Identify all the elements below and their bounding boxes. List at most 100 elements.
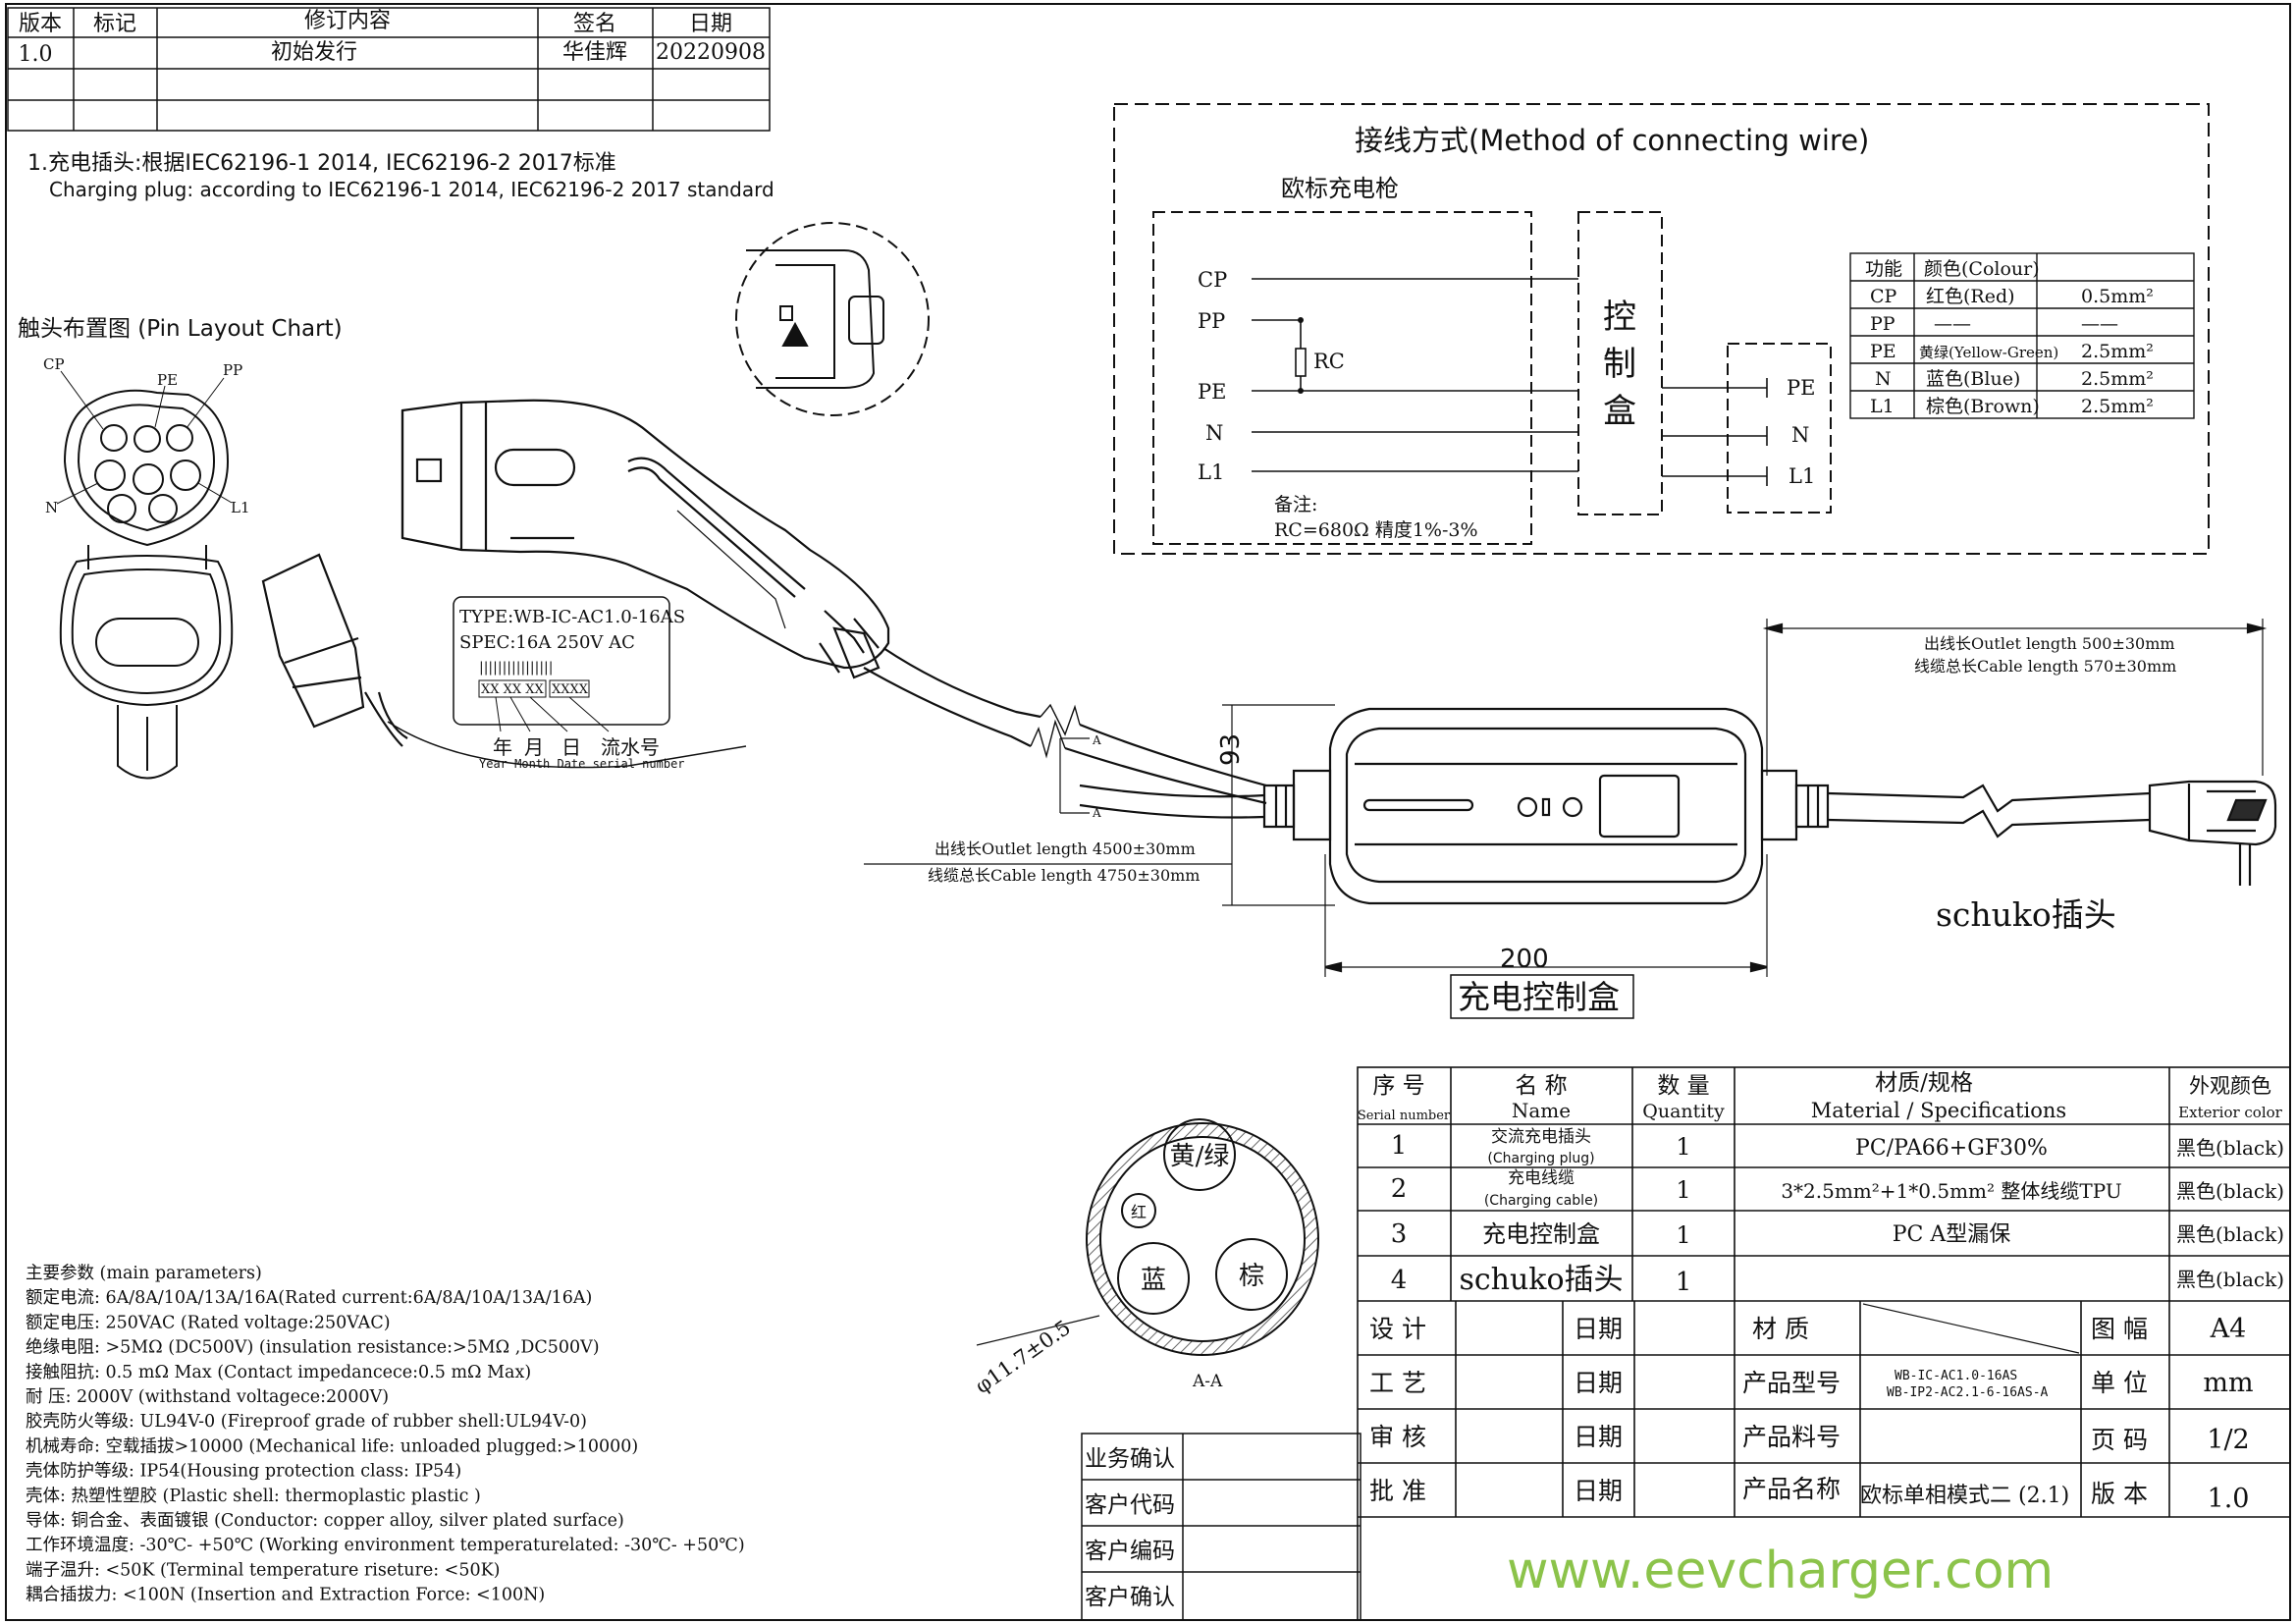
standard-note-en: Charging plug: according to IEC62196-1 2… xyxy=(49,178,774,201)
main-parameters: 主要参数 (main parameters)额定电流: 6A/8A/10A/13… xyxy=(26,1264,745,1605)
field-part-no: 产品料号 xyxy=(1742,1423,1841,1451)
control-box-title-frame xyxy=(1450,974,1634,1019)
bom-row-2-qty: 1 xyxy=(1676,1176,1690,1204)
customer-business-confirm: 业务确认 xyxy=(1085,1446,1175,1472)
wiring-lines xyxy=(1152,211,1832,545)
bom-row-3-color: 黑色(black) xyxy=(2176,1222,2284,1246)
parameter-line: 机械寿命: 空载插拔>10000 (Mechanical life: unloa… xyxy=(26,1436,638,1456)
colour-row-5-size: 2.5mm² xyxy=(2081,396,2154,417)
bom-header-qty-en: Quantity xyxy=(1642,1101,1725,1122)
parameter-line: 绝缘电阻: >5MΩ (DC500V) (insulation resistan… xyxy=(26,1338,600,1358)
dim-width: 200 xyxy=(1500,945,1549,974)
rev-header-sign: 签名 xyxy=(573,12,616,36)
rev-header-mark: 标记 xyxy=(93,12,136,36)
pin-label-l1: L1 xyxy=(231,499,250,516)
plug-back-view xyxy=(59,545,234,780)
colour-row-1-colour: 红色(Red) xyxy=(1926,286,2015,307)
detail-view xyxy=(735,222,930,416)
rev-content: 初始发行 xyxy=(271,40,357,65)
wiring-gun-label: 欧标充电枪 xyxy=(1281,175,1399,202)
parameter-line: 接触阻抗: 0.5 mΩ Max (Contact impedancece:0.… xyxy=(26,1363,531,1382)
rev-header-content: 修订内容 xyxy=(304,9,391,33)
nameplate-barcode: |||||||||||||||| xyxy=(479,660,553,676)
out-pin-pe: PE xyxy=(1787,376,1815,400)
core-brown: 棕 xyxy=(1239,1262,1264,1291)
role-process: 工 艺 xyxy=(1369,1369,1426,1397)
customer-confirm: 客户确认 xyxy=(1085,1585,1175,1610)
nameplate-date-box: XX XX XX xyxy=(481,682,545,697)
cable-cross-section xyxy=(976,1118,1319,1356)
bom-header-serial-en: Serial number xyxy=(1358,1109,1451,1123)
parameter-line: 耦合插拔力: <100N (Insertion and Extraction F… xyxy=(26,1586,545,1605)
control-box-drawing xyxy=(864,619,2277,977)
bom-row-2-name: 充电线缆 xyxy=(1508,1168,1575,1188)
colour-row-2-fn: PP xyxy=(1870,313,1896,335)
nameplate-serial-box: XXXX xyxy=(552,682,589,697)
pin-label-pe: PE xyxy=(157,371,178,389)
gun-pin-n: N xyxy=(1205,421,1223,445)
field-material: 材 质 xyxy=(1752,1315,1809,1343)
caption-serial: 流水号 xyxy=(601,735,660,759)
parameter-line: 工作环境温度: -30℃- +50℃ (Working environment … xyxy=(26,1536,745,1555)
date-label-4: 日期 xyxy=(1574,1477,1623,1505)
bom-row-1-qty: 1 xyxy=(1676,1133,1690,1161)
bom-header-color-en: Exterior color xyxy=(2178,1104,2283,1121)
gun-pin-pp: PP xyxy=(1198,309,1225,333)
bom-header-serial: 序 号 xyxy=(1372,1073,1424,1099)
product-name-value: 欧标单相模式二 (2.1) xyxy=(1860,1484,2069,1508)
colour-row-5-fn: L1 xyxy=(1870,396,1895,417)
bom-header-name: 名 称 xyxy=(1515,1073,1567,1099)
colour-row-2-size: —— xyxy=(2081,313,2118,335)
sheet-size-label: 图 幅 xyxy=(2091,1315,2148,1343)
colour-row-2-colour: —— xyxy=(1934,313,1971,335)
colour-row-1-fn: CP xyxy=(1870,286,1897,307)
bom-row-1-name: 交流充电插头 xyxy=(1491,1127,1591,1147)
parameter-line: 耐 压: 2000V (withstand voltagece:2000V) xyxy=(26,1387,389,1407)
section-mark-bottom: A xyxy=(1092,806,1101,820)
charging-gun xyxy=(400,399,890,679)
rev-header-version: 版本 xyxy=(19,12,62,36)
unit-value: mm xyxy=(2203,1368,2253,1398)
bom-header-qty: 数 量 xyxy=(1657,1073,1709,1099)
bom-header-color: 外观颜色 xyxy=(2189,1074,2271,1098)
parameter-line: 端子温升: <50K (Terminal temperature risetur… xyxy=(26,1560,501,1580)
colour-header-function: 功能 xyxy=(1865,258,1902,280)
colour-row-4-size: 2.5mm² xyxy=(2081,368,2154,390)
role-approve: 批 准 xyxy=(1369,1477,1426,1505)
dim-left-outlet: 出线长Outlet length 4500±30mm xyxy=(934,839,1196,858)
version-label: 版 本 xyxy=(2091,1480,2148,1508)
parameter-line: 壳体防护等级: IP54(Housing protection class: I… xyxy=(26,1462,461,1482)
bom-row-2-no: 2 xyxy=(1391,1174,1408,1204)
bom-row-2-material: 3*2.5mm²+1*0.5mm² 整体线缆TPU xyxy=(1781,1179,2121,1203)
nameplate-type: TYPE:WB-IC-AC1.0-16AS xyxy=(459,607,685,627)
colour-row-1-size: 0.5mm² xyxy=(2081,286,2154,307)
wiring-note-text: RC=680Ω 精度1%-3% xyxy=(1274,519,1478,541)
revision-table xyxy=(7,7,771,132)
parameter-line: 额定电压: 250VAC (Rated voltage:250VAC) xyxy=(26,1313,391,1332)
caption-day: 日 xyxy=(561,735,581,759)
sheet-size-value: A4 xyxy=(2210,1314,2247,1344)
bom-row-2-name-en: (Charging cable) xyxy=(1484,1193,1598,1209)
bom-row-3-material: PC A型漏保 xyxy=(1893,1222,2011,1247)
wiring-note-title: 备注: xyxy=(1274,494,1317,515)
bom-table xyxy=(1357,1066,2291,1621)
model-value-2: WB-IP2-AC2.1-6-16AS-A xyxy=(1887,1385,2049,1400)
bom-row-2-color: 黑色(black) xyxy=(2176,1179,2284,1203)
parameters-title: 主要参数 (main parameters) xyxy=(26,1264,262,1283)
gun-pin-pe: PE xyxy=(1198,380,1226,404)
rev-date: 20220908 xyxy=(656,40,766,65)
dim-right-outlet: 出线长Outlet length 500±30mm xyxy=(1924,634,2175,653)
bom-row-4-name: schuko插头 xyxy=(1459,1263,1623,1297)
control-box-char-1: 控 xyxy=(1603,298,1636,337)
gun-pin-cp: CP xyxy=(1198,268,1227,292)
colour-header-colour: 颜色(Colour) xyxy=(1924,258,2040,280)
standard-note-zh: 1.充电插头:根据IEC62196-1 2014, IEC62196-2 201… xyxy=(27,151,616,176)
schuko-label: schuko插头 xyxy=(1936,895,2116,934)
nameplate-spec: SPEC:16A 250V AC xyxy=(459,632,635,653)
date-label-2: 日期 xyxy=(1574,1369,1623,1397)
colour-row-4-fn: N xyxy=(1875,368,1892,390)
pin-layout-face xyxy=(56,370,233,547)
caption-en: Year Month Date serial number xyxy=(479,757,685,771)
bom-row-4-qty: 1 xyxy=(1676,1268,1692,1297)
dim-height: 93 xyxy=(1216,733,1246,766)
